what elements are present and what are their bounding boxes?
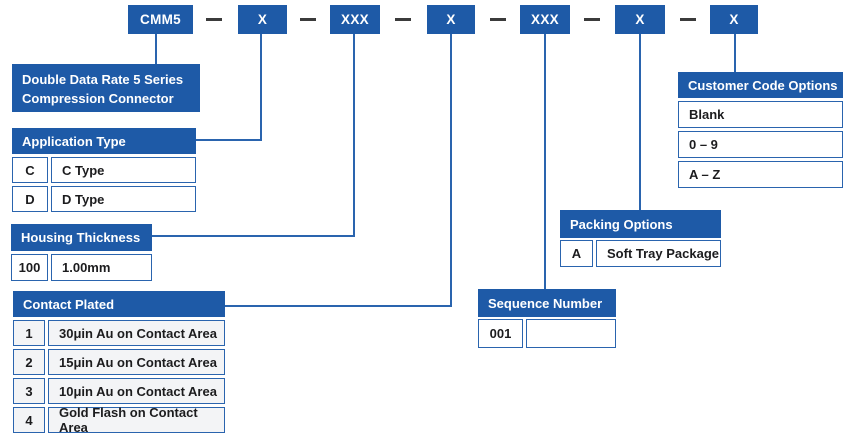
table-header: Contact Plated [13, 291, 225, 317]
series-description-line2: Compression Connector [22, 91, 174, 106]
part-field-box-packing: X [615, 5, 665, 34]
table-housing-thickness: Housing Thickness 100 1.00mm [11, 224, 152, 281]
table-row: 3 10μin Au on Contact Area [13, 378, 225, 404]
desc-cell: 1.00mm [51, 254, 152, 281]
table-row: A Soft Tray Package [560, 240, 721, 267]
option-cell: 0 – 9 [678, 131, 843, 158]
connector-line-housing-h [152, 235, 355, 237]
code-cell: 4 [13, 407, 45, 433]
series-description-line1: Double Data Rate 5 Series [22, 72, 184, 87]
code-cell: A [560, 240, 593, 267]
connector-line-customer [734, 34, 736, 73]
dash-separator [300, 18, 316, 21]
desc-cell: Soft Tray Package [596, 240, 721, 267]
table-header: Customer Code Options [678, 72, 843, 98]
table-row: D D Type [12, 186, 196, 212]
dash-separator [680, 18, 696, 21]
table-packing-options: Packing Options A Soft Tray Package [560, 210, 721, 267]
desc-cell: 30μin Au on Contact Area [48, 320, 225, 346]
table-row: 100 1.00mm [11, 254, 152, 281]
dash-separator [395, 18, 411, 21]
part-field-box-customer: X [710, 5, 758, 34]
table-header: Sequence Number [478, 289, 616, 317]
table-header: Application Type [12, 128, 196, 154]
desc-cell: Gold Flash on Contact Area [48, 405, 225, 435]
part-field-box-series: CMM5 [128, 5, 193, 34]
desc-cell: 15μin Au on Contact Area [48, 349, 225, 375]
option-cell: Blank [678, 101, 843, 128]
series-description-box: Double Data Rate 5 Series Compression Co… [12, 64, 200, 112]
code-cell: 001 [478, 319, 523, 348]
part-field-box-application: X [238, 5, 287, 34]
code-cell: C [12, 157, 48, 183]
code-cell: 3 [13, 378, 45, 404]
table-row: C C Type [12, 157, 196, 183]
desc-cell: C Type [51, 157, 196, 183]
code-cell: D [12, 186, 48, 212]
part-field-box-sequence: XXX [520, 5, 570, 34]
connector-line-plating-h [225, 305, 452, 307]
code-cell: 100 [11, 254, 48, 281]
table-contact-plated: Contact Plated 1 30μin Au on Contact Are… [13, 291, 225, 435]
code-cell: 1 [13, 320, 45, 346]
table-row: 4 Gold Flash on Contact Area [13, 405, 225, 435]
connector-line-housing-v [353, 34, 355, 237]
connector-line-application-h [196, 139, 262, 141]
desc-cell: D Type [51, 186, 196, 212]
table-row: 1 30μin Au on Contact Area [13, 320, 225, 346]
dash-separator [584, 18, 600, 21]
table-application-type: Application Type C C Type D D Type [12, 128, 196, 212]
desc-cell: 10μin Au on Contact Area [48, 378, 225, 404]
table-header: Packing Options [560, 210, 721, 238]
table-sequence-number: Sequence Number 001 [478, 289, 616, 348]
table-row: Blank [678, 101, 843, 128]
connector-line-plating-v [450, 34, 452, 307]
table-customer-code-options: Customer Code Options Blank 0 – 9 A – Z [678, 72, 843, 188]
part-field-box-plating: X [427, 5, 475, 34]
option-cell: A – Z [678, 161, 843, 188]
table-row: 001 [478, 319, 616, 348]
connector-line-application-v [260, 34, 262, 141]
dash-separator [206, 18, 222, 21]
table-header: Housing Thickness [11, 224, 152, 251]
desc-cell [526, 319, 616, 348]
dash-separator [490, 18, 506, 21]
part-field-box-housing: XXX [330, 5, 380, 34]
connector-line-sequence [544, 34, 546, 289]
table-row: 0 – 9 [678, 131, 843, 158]
connector-line-series [155, 34, 157, 64]
table-row: A – Z [678, 161, 843, 188]
code-cell: 2 [13, 349, 45, 375]
connector-line-packing [639, 34, 641, 210]
table-row: 2 15μin Au on Contact Area [13, 349, 225, 375]
